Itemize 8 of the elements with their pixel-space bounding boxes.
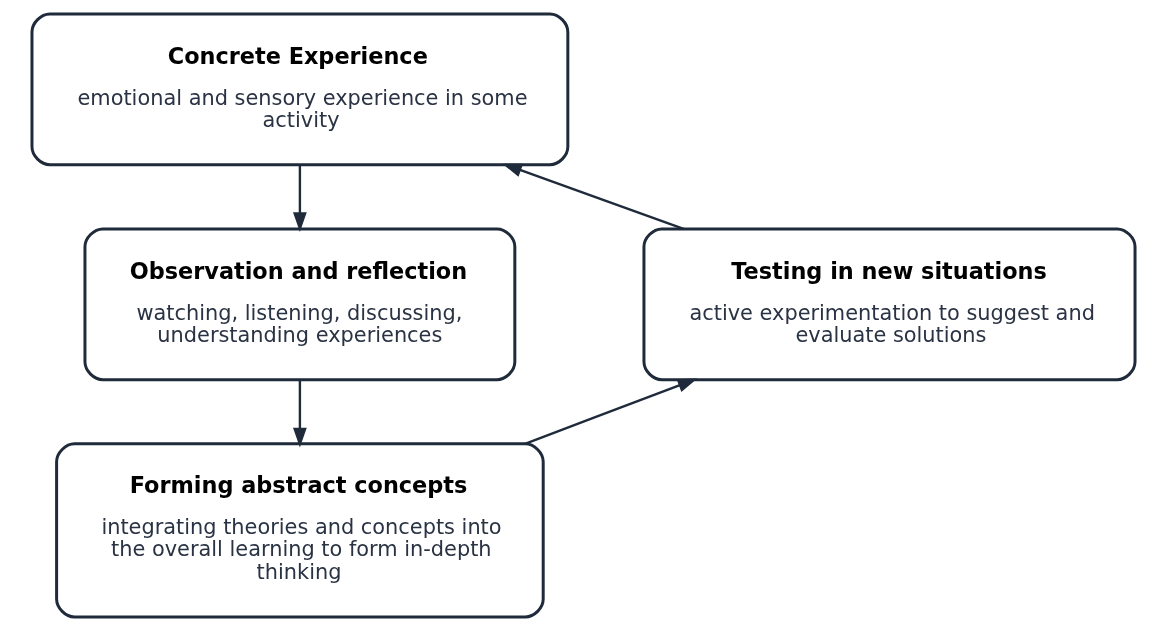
arrow xyxy=(292,380,307,448)
node-box: Forming abstract concepts integrating theories and concepts into the overall learning to form in-depth thinking xyxy=(54,442,545,619)
arrow xyxy=(501,163,684,230)
node-box: Testing in new situations active experimentation to suggest and evaluate solutions xyxy=(641,227,1137,382)
arrow xyxy=(292,165,307,232)
arrow xyxy=(524,378,697,445)
node-box: Observation and reflection watching, listening, discussing, understanding experiences xyxy=(82,227,516,382)
node-box: Concrete Experience emotional and sensory experience in some activity xyxy=(29,12,569,167)
